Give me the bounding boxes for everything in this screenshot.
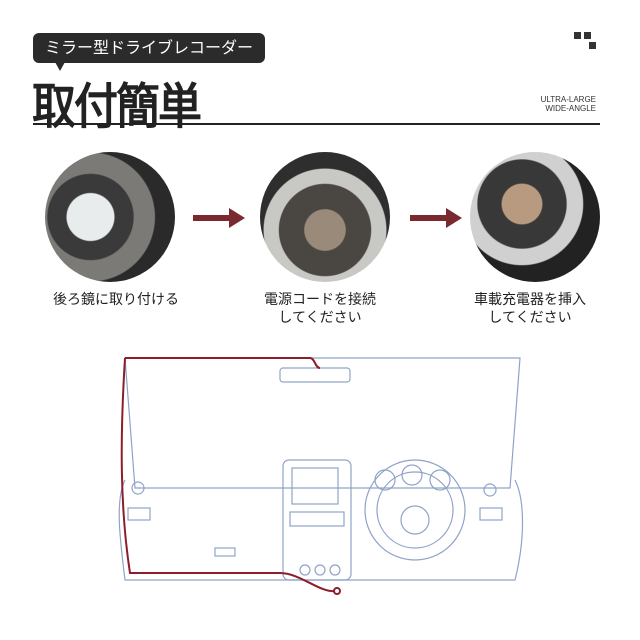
arrow-right-icon bbox=[410, 208, 462, 228]
caption-line: してください bbox=[488, 310, 572, 326]
step-caption: 車載充電器を挿入してください bbox=[440, 291, 620, 327]
page-title: 取付簡単 bbox=[32, 78, 202, 135]
step-photo-charger bbox=[470, 152, 600, 282]
subtitle-line: WIDE-ANGLE bbox=[545, 104, 596, 113]
step-photo-cable bbox=[260, 152, 390, 282]
caption-line: 電源コードを接続 bbox=[264, 292, 376, 308]
step-photo-mirror bbox=[45, 152, 175, 282]
logo-icon bbox=[574, 32, 596, 54]
step-caption: 電源コードを接続してください bbox=[230, 291, 410, 327]
product-tag: ミラー型ドライブレコーダー bbox=[33, 33, 266, 71]
divider bbox=[33, 123, 600, 125]
step-caption: 後ろ鏡に取り付ける bbox=[26, 291, 206, 309]
caption-line: してください bbox=[278, 310, 362, 326]
dashboard-diagram bbox=[118, 357, 524, 595]
caption-line: 後ろ鏡に取り付ける bbox=[53, 292, 179, 308]
caption-line: 車載充電器を挿入 bbox=[474, 292, 586, 308]
subtitle-line: ULTRA-LARGE bbox=[540, 95, 596, 104]
arrow-right-icon bbox=[193, 208, 245, 228]
